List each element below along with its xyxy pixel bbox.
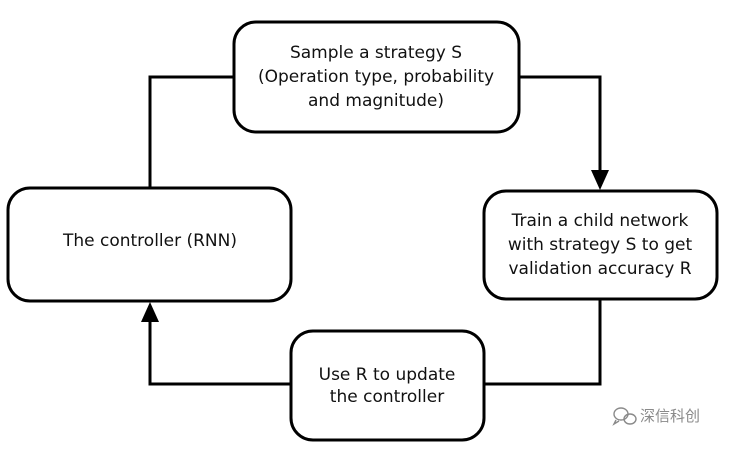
node-controller-line-1: The controller (RNN) bbox=[62, 231, 237, 251]
connectors bbox=[141, 75, 609, 386]
line-train-to-update bbox=[485, 300, 602, 386]
node-train-line-2: with strategy S to get bbox=[508, 235, 693, 255]
node-box-controller bbox=[6, 186, 293, 303]
node-update-controller: Use R to update the controller bbox=[289, 329, 486, 442]
node-controller: The controller (RNN) bbox=[6, 186, 293, 303]
line-controller-to-sample bbox=[148, 75, 233, 187]
node-sample-strategy: Sample a strategy S (Operation type, pro… bbox=[232, 20, 521, 134]
arrow-sample-to-train bbox=[518, 75, 602, 180]
watermark: 深信科创 bbox=[612, 407, 700, 426]
node-train-line-3: validation accuracy R bbox=[508, 259, 691, 279]
arrowhead-update-to-controller bbox=[141, 302, 159, 322]
node-update-line-1: Use R to update bbox=[319, 365, 456, 385]
arrow-update-to-controller bbox=[148, 318, 290, 386]
node-sample-line-3: and magnitude) bbox=[308, 91, 444, 111]
node-sample-line-1: Sample a strategy S bbox=[290, 43, 462, 63]
wechat-icon bbox=[612, 407, 637, 426]
node-sample-line-2: (Operation type, probability bbox=[258, 67, 494, 87]
node-train-child: Train a child network with strategy S to… bbox=[482, 189, 719, 301]
node-box-sample bbox=[232, 20, 521, 134]
node-box-update bbox=[289, 329, 486, 442]
node-box-train bbox=[482, 189, 719, 301]
arrowhead-sample-to-train bbox=[591, 170, 609, 190]
node-train-line-1: Train a child network bbox=[511, 211, 689, 231]
watermark-text: 深信科创 bbox=[640, 407, 700, 425]
node-update-line-2: the controller bbox=[330, 387, 444, 407]
